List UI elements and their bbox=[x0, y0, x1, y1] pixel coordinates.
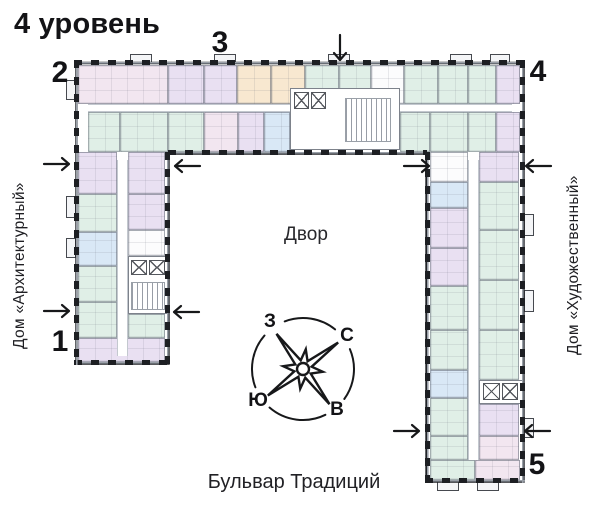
apartment-unit[interactable] bbox=[430, 208, 468, 248]
apartment-unit[interactable] bbox=[496, 65, 520, 104]
street-label: Бульвар Традиций bbox=[207, 471, 381, 493]
apartment-unit[interactable] bbox=[479, 404, 519, 436]
apartment-unit[interactable] bbox=[475, 460, 520, 480]
apartment-unit[interactable] bbox=[430, 370, 468, 398]
compass-south-label: Ю bbox=[248, 390, 268, 411]
apartment-unit[interactable] bbox=[430, 460, 475, 480]
apartment-unit[interactable] bbox=[128, 152, 165, 194]
entry-arrow-right-icon bbox=[391, 422, 423, 440]
elevator-shaft-icon bbox=[502, 383, 518, 400]
apartment-unit[interactable] bbox=[479, 152, 519, 182]
house-name-left: Дом «Архитектурный» bbox=[11, 182, 28, 350]
apartment-unit[interactable] bbox=[430, 112, 468, 152]
apartment-unit[interactable] bbox=[78, 232, 117, 266]
apartment-unit[interactable] bbox=[438, 65, 468, 104]
apartment-unit[interactable] bbox=[404, 65, 438, 104]
apartment-unit[interactable] bbox=[238, 112, 264, 152]
apartment-unit[interactable] bbox=[430, 330, 468, 370]
corridor bbox=[468, 160, 479, 460]
facade-wall bbox=[168, 150, 427, 155]
facade-wall bbox=[74, 60, 79, 365]
entry-arrow-right-icon bbox=[41, 155, 73, 173]
facade-wall bbox=[74, 60, 525, 65]
apartment-unit[interactable] bbox=[479, 436, 519, 460]
apartment-unit[interactable] bbox=[479, 182, 519, 230]
entry-arrow-right-icon bbox=[41, 302, 73, 320]
facade-wall bbox=[74, 360, 170, 365]
entry-arrow-down-icon bbox=[331, 32, 349, 64]
compass-rose: З С Ю В bbox=[238, 304, 368, 434]
section-number-5: 5 bbox=[528, 448, 546, 481]
apartment-unit[interactable] bbox=[88, 112, 120, 152]
apartment-unit[interactable] bbox=[204, 65, 237, 104]
apartment-unit[interactable] bbox=[168, 65, 204, 104]
apartment-unit[interactable] bbox=[78, 194, 117, 232]
courtyard-label: Двор bbox=[284, 224, 328, 245]
facade-wall bbox=[165, 152, 170, 364]
compass-north-label: С bbox=[340, 325, 354, 346]
apartment-unit[interactable] bbox=[479, 230, 519, 280]
apartment-unit[interactable] bbox=[128, 314, 165, 338]
apartment-unit[interactable] bbox=[128, 230, 165, 256]
elevator-shaft-icon bbox=[294, 92, 309, 109]
apartment-unit[interactable] bbox=[479, 280, 519, 330]
entry-arrow-left-icon bbox=[521, 422, 553, 440]
entry-arrow-right-icon bbox=[401, 157, 433, 175]
entry-arrow-left-icon bbox=[522, 157, 554, 175]
section-number-3: 3 bbox=[211, 26, 229, 59]
elevator-shaft-icon bbox=[149, 260, 165, 275]
compass-star-icon bbox=[251, 317, 355, 421]
compass-west-label: З bbox=[264, 311, 276, 332]
apartment-unit[interactable] bbox=[479, 330, 519, 380]
section-number-2: 2 bbox=[51, 56, 69, 89]
facade-wall bbox=[425, 152, 430, 482]
apartment-unit[interactable] bbox=[430, 398, 468, 436]
apartment-unit[interactable] bbox=[78, 266, 117, 302]
elevator-shaft-icon bbox=[483, 383, 500, 400]
level-title: 4 уровень bbox=[14, 8, 161, 40]
apartment-unit[interactable] bbox=[496, 112, 520, 152]
house-name-right: Дом «Художественный» bbox=[565, 175, 582, 355]
apartment-unit[interactable] bbox=[264, 112, 290, 152]
apartment-unit[interactable] bbox=[237, 65, 271, 104]
entry-arrow-left-icon bbox=[170, 303, 202, 321]
apartment-unit[interactable] bbox=[78, 65, 168, 104]
apartment-unit[interactable] bbox=[468, 112, 496, 152]
elevator-shaft-icon bbox=[131, 260, 147, 275]
compass-east-label: В bbox=[330, 399, 344, 420]
facade-wall bbox=[425, 478, 525, 483]
staircase bbox=[345, 98, 391, 142]
apartment-unit[interactable] bbox=[78, 152, 117, 194]
entry-arrow-left-icon bbox=[171, 157, 203, 175]
apartment-unit[interactable] bbox=[430, 286, 468, 330]
elevator-shaft-icon bbox=[311, 92, 326, 109]
apartment-unit[interactable] bbox=[78, 302, 117, 338]
section-number-1: 1 bbox=[51, 325, 69, 358]
apartment-unit[interactable] bbox=[468, 65, 496, 104]
apartment-unit[interactable] bbox=[400, 112, 430, 152]
apartment-unit[interactable] bbox=[430, 182, 468, 208]
apartment-unit[interactable] bbox=[204, 112, 238, 152]
corridor bbox=[117, 160, 128, 356]
staircase bbox=[131, 282, 165, 310]
apartment-unit[interactable] bbox=[168, 112, 204, 152]
facade-wall bbox=[520, 60, 525, 483]
apartment-unit[interactable] bbox=[120, 112, 168, 152]
apartment-unit[interactable] bbox=[430, 248, 468, 286]
apartment-unit[interactable] bbox=[128, 194, 165, 230]
apartment-unit[interactable] bbox=[430, 152, 468, 182]
apartment-unit[interactable] bbox=[430, 436, 468, 460]
section-number-4: 4 bbox=[529, 55, 547, 88]
